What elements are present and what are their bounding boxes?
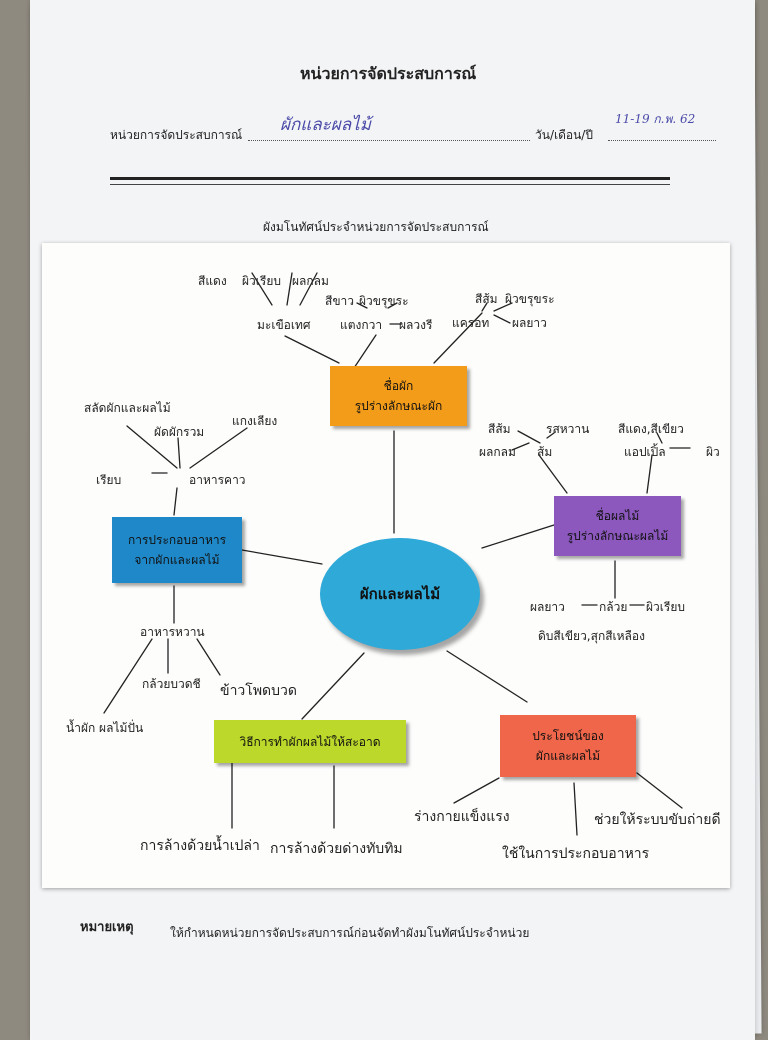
fruit-label-apple: แอปเปิ้ล — [624, 445, 666, 459]
veg-label-orange: สีส้ม — [475, 292, 498, 306]
note-label: หมายเหตุ — [80, 920, 134, 935]
fruit-label-orange-color: สีส้ม — [488, 422, 511, 436]
veg-label-long-fruit-1: ผลวงรี — [399, 318, 433, 332]
fruit-box-line1: ชื่อผลไม้ — [595, 509, 640, 523]
page-title: หน่วยการจัดประสบการณ์ — [300, 64, 477, 83]
cleaning-box: วิธีการทำผักผลไม้ให้สะอาด — [214, 720, 406, 763]
cooking-label-stir-fry: ผัดผักรวม — [154, 425, 205, 439]
cooking-label-banana-dessert: กล้วยบวดชี — [142, 677, 201, 691]
fruit-label-banana: กล้วย — [599, 600, 628, 614]
date-value: 11-19 ก.พ. 62 — [615, 112, 696, 126]
vegetable-box-line1: ชื่อผัก — [383, 379, 414, 393]
center-ellipse: ผักและผลไม้ — [320, 538, 480, 650]
fruit-box-line2: รูปร่างลักษณะผลไม้ — [566, 529, 669, 543]
vegetable-box-line2: รูปร่างลักษณะผัก — [354, 399, 443, 413]
cooking-label-corn-dessert: ข้าวโพดบวด — [220, 683, 297, 699]
benefit-label-strong-body: ร่างกายแข็งแรง — [414, 809, 510, 825]
cooking-box: การประกอบอาหาร จากผักและผลไม้ — [112, 517, 242, 583]
header-rule-thick — [110, 177, 670, 180]
veg-label-round-fruit: ผลกลม — [292, 274, 329, 288]
header-rule-thin — [110, 184, 670, 185]
cooking-label-smoothie: น้ำผัก ผลไม้ปั่น — [66, 721, 144, 735]
veg-label-rough-skin-1: ผิวขรุขระ — [359, 294, 409, 308]
cooking-label-sweet: อาหารหวาน — [140, 625, 205, 639]
fruit-label-round: ผลกลม — [479, 445, 516, 459]
mind-map-card: ผักและผลไม้ ชื่อผัก รูปร่างลักษณะผัก ชื่… — [42, 243, 730, 888]
cleaning-label-water: การล้างด้วยน้ำเปล่า — [140, 838, 260, 854]
fruit-box: ชื่อผลไม้ รูปร่างลักษณะผลไม้ — [554, 496, 681, 556]
cleaning-box-label: วิธีการทำผักผลไม้ให้สะอาด — [239, 734, 381, 749]
date-label: วัน/เดือน/ปี — [535, 128, 593, 142]
veg-label-melon: แตงกวา — [340, 318, 383, 332]
fruit-label-ripeness: ดิบสีเขียว,สุกสีเหลือง — [538, 629, 645, 643]
veg-label-red: สีแดง — [198, 274, 227, 288]
benefit-label-cooking-use: ใช้ในการประกอบอาหาร — [502, 846, 650, 862]
fruit-label-orange-fruit: ส้ม — [537, 445, 553, 459]
unit-label: หน่วยการจัดประสบการณ์ — [110, 128, 243, 142]
benefit-box-line2: ผักและผลไม้ — [535, 749, 601, 763]
benefit-box: ประโยชน์ของ ผักและผลไม้ — [500, 715, 636, 777]
fruit-label-smooth: ผิวเรียบ — [646, 600, 685, 614]
veg-label-rough-skin-2: ผิวขรุขระ — [505, 292, 555, 306]
vegetable-box: ชื่อผัก รูปร่างลักษณะผัก — [330, 366, 467, 426]
fruit-label-skin: ผิว — [706, 445, 720, 459]
unit-dotted-line — [248, 126, 530, 141]
veg-label-long-fruit-2: ผลยาว — [512, 316, 547, 330]
cooking-box-line1: การประกอบอาหาร — [127, 533, 227, 547]
cooking-label-salad: สลัดผักและผลไม้ — [84, 401, 171, 415]
fruit-label-long: ผลยาว — [530, 600, 565, 614]
fruit-label-sweet: รสหวาน — [546, 422, 590, 436]
cooking-label-savory: อาหารคาว — [189, 473, 246, 487]
cooking-box-line2: จากผักและผลไม้ — [134, 553, 220, 567]
benefit-label-excretion: ช่วยให้ระบบขับถ่ายดี — [594, 812, 721, 828]
cooking-label-smooth-note: เรียบ — [96, 473, 122, 487]
veg-label-white: สีขาว — [325, 294, 355, 308]
concept-map-title: ผังมโนทัศน์ประจำหน่วยการจัดประสบการณ์ — [263, 220, 489, 234]
fruit-label-red-green: สีแดง,สีเขียว — [618, 422, 684, 436]
veg-label-smooth-skin: ผิวเรียบ — [242, 274, 281, 288]
veg-label-tomato: มะเขือเทศ — [257, 318, 311, 332]
cooking-label-curry: แกงเลียง — [232, 414, 278, 428]
veg-label-carrot: แครอท — [452, 316, 490, 330]
note-text: ให้กำหนดหน่วยการจัดประสบการณ์ก่อนจัดทำผั… — [170, 926, 530, 940]
connector-lines — [103, 272, 691, 836]
center-label: ผักและผลไม้ — [359, 585, 441, 603]
benefit-box-line1: ประโยชน์ของ — [532, 729, 604, 743]
date-dotted-line — [608, 126, 716, 141]
cleaning-label-potassium: การล้างด้วยด่างทับทิม — [270, 841, 403, 857]
unit-value: ผักและผลไม้ — [280, 115, 371, 135]
